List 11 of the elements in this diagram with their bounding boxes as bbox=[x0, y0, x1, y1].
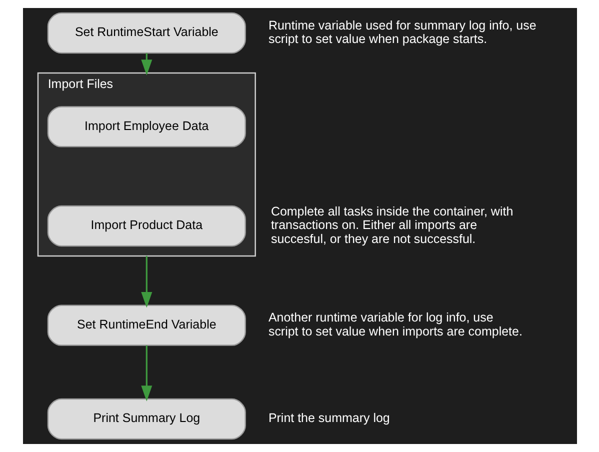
arrow bbox=[140, 256, 152, 308]
arrow bbox=[140, 345, 152, 402]
node-label: Runtime variable used for summary log info, use script to set value when package starts. bbox=[268, 18, 536, 46]
node-box: Import Employee Data bbox=[46, 106, 246, 148]
node-label: Another runtime variable for log info, use script to set value when imports are complete. bbox=[268, 310, 522, 338]
node-label: Complete all tasks inside the container, with transactions on. Either all imports are succesful, or they are not successful. bbox=[270, 204, 513, 246]
node-box: Import Product Data bbox=[46, 205, 246, 247]
node-box: Set RuntimeStart Variable bbox=[46, 12, 246, 54]
node-box: Print Summary Log bbox=[46, 398, 246, 440]
node-label: Print the summary log bbox=[268, 411, 390, 426]
node-box: Set RuntimeEnd Variable bbox=[46, 304, 246, 346]
